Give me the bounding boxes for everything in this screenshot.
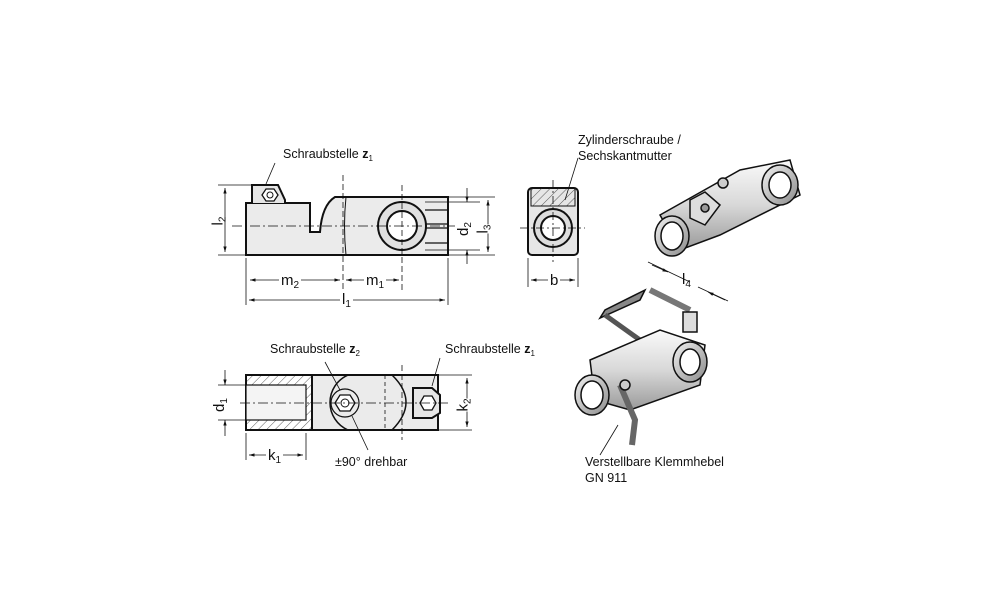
dim-base: d (454, 227, 472, 236)
dim-m1: m1 (364, 272, 387, 291)
label-drehbar: ±90° drehbar (335, 455, 408, 469)
dim-m2: m2 (279, 272, 302, 291)
dim-sub: 1 (218, 398, 230, 404)
dim-b: b (548, 272, 561, 291)
dim-base: l (474, 230, 492, 234)
dim-l1: l1 (340, 292, 353, 310)
dim-d1: d1 (210, 398, 230, 412)
dim-k1: k1 (266, 447, 284, 466)
top-view (240, 365, 450, 440)
dim-sub: 2 (462, 398, 474, 405)
dim-sub: 2 (293, 280, 300, 291)
var-sub: 2 (355, 349, 360, 358)
label-text: Schraubstelle (283, 147, 359, 161)
label-zylinderschraube: Zylinderschraube / (578, 133, 681, 147)
dim-sub: 1 (345, 299, 351, 310)
dim-sub: 1 (275, 455, 282, 466)
var-letter: z (524, 342, 531, 356)
label-schraubstelle-z1-top: Schraubstelle z1 (283, 148, 373, 163)
dim-base: k (454, 404, 472, 412)
label-text: Schraubstelle (270, 342, 346, 356)
dim-d2: d2 (454, 222, 474, 236)
isometric-dimensions (599, 261, 729, 456)
front-view (232, 175, 455, 305)
label-var: z2 (349, 342, 360, 358)
dim-base: l (682, 271, 686, 288)
dim-l4: l4 (682, 272, 691, 290)
dim-k2: k2 (454, 398, 474, 412)
var-letter: z (362, 147, 369, 161)
label-gn911: GN 911 (585, 471, 628, 485)
label-var: z1 (524, 342, 535, 358)
label-text: Schraubstelle (445, 342, 521, 356)
dim-sub: 3 (482, 224, 494, 231)
label-klemmhebel: Verstellbare Klemmhebel (585, 455, 724, 469)
dim-base: l (342, 291, 346, 308)
label-var: z1 (362, 147, 373, 163)
dim-base: d (210, 403, 228, 412)
dim-base: b (550, 272, 559, 289)
dim-sub: 2 (217, 216, 229, 223)
dim-base: m (281, 272, 294, 289)
var-sub: 1 (530, 349, 535, 358)
dim-base: k (268, 447, 276, 464)
label-schraubstelle-z2: Schraubstelle z2 (270, 343, 360, 358)
label-schraubstelle-z1-bottom: Schraubstelle z1 (445, 343, 535, 358)
isometric-view-with-levers (574, 287, 708, 446)
dim-l3: l3 (474, 224, 494, 234)
dim-sub: 2 (462, 222, 474, 228)
dim-sub: 4 (685, 279, 691, 290)
var-letter: z (349, 342, 356, 356)
isometric-view-clamp (654, 159, 801, 257)
label-sechskantmutter: Sechskantmutter (578, 149, 672, 163)
dim-sub: 1 (378, 280, 385, 291)
dim-l2: l2 (209, 216, 229, 226)
side-view (520, 180, 585, 262)
dim-base: l (209, 222, 227, 226)
var-sub: 1 (368, 154, 373, 163)
dim-base: m (366, 272, 379, 289)
